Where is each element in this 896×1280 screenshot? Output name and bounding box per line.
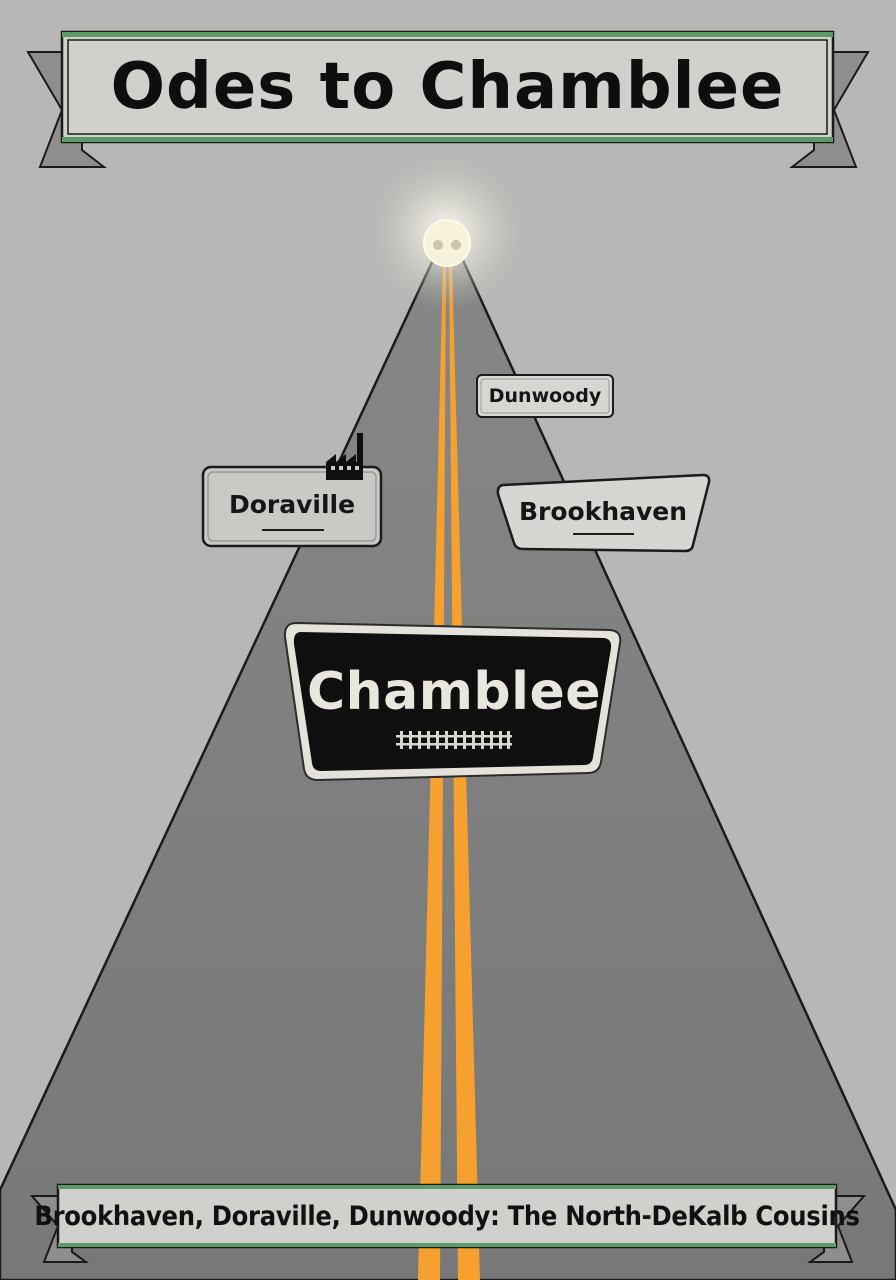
brookhaven-sign (496, 473, 711, 553)
sign-label-doraville: Doraville (228, 489, 356, 519)
doraville-sign (201, 465, 383, 548)
sign-label-brookhaven: Brookhaven (518, 496, 688, 526)
page-title: Odes to Chamblee (110, 50, 785, 124)
dunwoody-sign (476, 374, 614, 418)
railroad-track-icon (396, 731, 512, 749)
glowing-light-icon (423, 219, 471, 267)
sign-label-dunwoody: Dunwoody (488, 385, 602, 407)
sign-label-chamblee: Chamblee (306, 662, 602, 722)
top-banner (26, 30, 870, 168)
factory-icon (326, 433, 363, 480)
page-subtitle: Brookhaven, Doraville, Dunwoody: The Nor… (34, 1200, 860, 1232)
bottom-banner (29, 1183, 867, 1263)
chamblee-sign (283, 621, 622, 782)
